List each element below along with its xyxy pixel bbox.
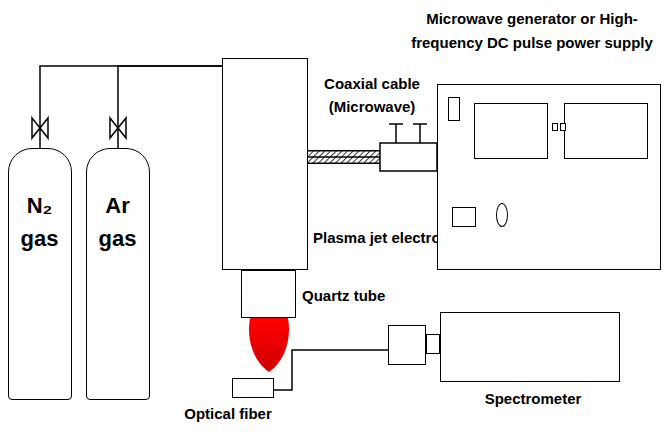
node-label: Ar gas	[89, 189, 146, 255]
optical-fiber-box: Optical fiber	[232, 378, 274, 398]
node-label: Quartz tube	[302, 287, 412, 305]
spectrometer: Spectrometer	[388, 312, 620, 382]
panel-detail	[496, 203, 508, 227]
node-label: Optical fiber	[163, 405, 293, 423]
connector	[118, 66, 222, 148]
panel-detail	[426, 334, 440, 354]
panel-detail	[440, 312, 620, 382]
gas-cylinder: Ar gas	[86, 148, 150, 400]
node-label: N₂ gas	[11, 189, 68, 255]
connector	[40, 66, 222, 148]
electrode-box: Plasma jet electrode	[222, 58, 308, 270]
node-label: Microwave generator or High-frequency DC…	[398, 7, 666, 55]
gas-cylinder: N₂ gas	[8, 148, 72, 400]
panel-detail	[448, 97, 460, 121]
panel-detail	[564, 103, 648, 159]
valve-symbol	[32, 118, 126, 138]
panel-detail	[552, 123, 558, 131]
node-label: Spectrometer	[448, 390, 618, 408]
quartz-tube: Quartz tube	[241, 270, 296, 318]
panel-detail	[474, 103, 548, 159]
panel-detail	[388, 325, 426, 365]
connector	[274, 350, 388, 390]
plasma-plume	[249, 318, 289, 372]
panel-detail	[452, 207, 476, 227]
power-supply-box: Microwave generator or High-frequency DC…	[437, 84, 661, 270]
edge-label: Coaxial cable (Microwave)	[312, 72, 432, 119]
panel-detail	[560, 123, 566, 131]
cable-connector	[380, 124, 437, 171]
